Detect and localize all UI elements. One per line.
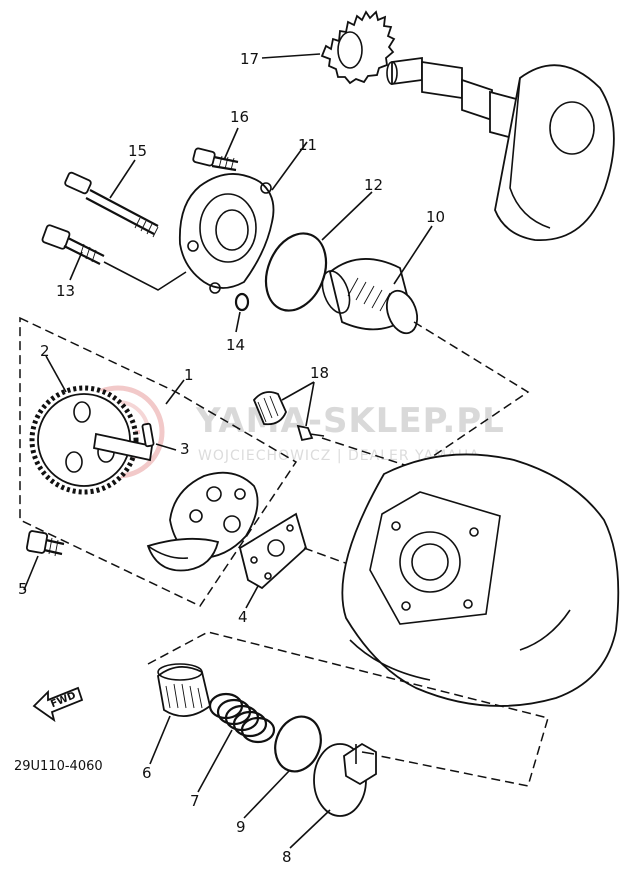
leader-15: [109, 159, 136, 199]
callout-6: 6: [142, 764, 152, 782]
watermark: YAMA-SKLEP.PL WOJCIECHOWICZ | DEALER YAM…: [71, 385, 505, 479]
part-10-oil-filter: [321, 258, 419, 335]
leader-18: [281, 381, 315, 427]
leader-1: [165, 379, 185, 405]
leader-2: [45, 355, 67, 393]
callout-14: 14: [226, 336, 245, 354]
callout-3: 3: [180, 440, 190, 458]
leader-12: [321, 191, 373, 241]
leader-17: [261, 53, 321, 59]
fwd-arrow-icon: FWD: [32, 686, 84, 723]
lower-group-boundary: [147, 631, 549, 787]
callout-11: 11: [298, 136, 317, 154]
part-2-pump-gear: [29, 385, 154, 495]
callout-12: 12: [364, 176, 383, 194]
part-9-o-ring: [274, 715, 322, 773]
leader-5: [23, 555, 39, 591]
part-4-gasket: [238, 512, 308, 590]
callout-2: 2: [40, 342, 50, 360]
pump-rotor-body: [146, 471, 259, 572]
leader-11: [271, 141, 308, 191]
watermark-brand: YAMA-SKLEP.PL: [195, 401, 505, 441]
leader-8: [289, 809, 331, 849]
callout-16: 16: [230, 108, 249, 126]
callout-labels: 1 2 3 4 5 6 7 8 9 10 11 12 13 14 15 16 1…: [18, 50, 445, 866]
leader-13: [69, 251, 83, 281]
crankshaft: [386, 56, 615, 241]
part-6-strainer: [157, 663, 212, 717]
part-13-bolt: [41, 224, 105, 265]
leader-7: [197, 729, 233, 793]
leader-4: [245, 585, 259, 609]
part-7-spring: [208, 692, 276, 744]
leader-13-to-cover: [103, 261, 187, 291]
diagram-code: 29U110-4060: [14, 759, 103, 774]
leader-6: [149, 715, 171, 765]
part-14-small-o-ring: [234, 292, 250, 312]
watermark-subline: WOJCIECHOWICZ | DEALER YAMAHA: [198, 448, 480, 464]
callout-1: 1: [184, 366, 194, 384]
callout-18: 18: [310, 364, 329, 382]
callout-15: 15: [128, 142, 147, 160]
part-11-pump-cover: [178, 173, 275, 294]
callout-7: 7: [190, 792, 200, 810]
callout-4: 4: [238, 608, 248, 626]
part-8-drain-plug: [313, 742, 377, 817]
callout-10: 10: [426, 208, 445, 226]
callout-8: 8: [282, 848, 292, 865]
part-15-long-bolt: [64, 171, 159, 238]
part-5-bolt: [25, 530, 65, 557]
part-3-pin: [141, 422, 155, 448]
leader-10: [393, 225, 433, 285]
callout-5: 5: [18, 580, 28, 598]
crankcase: [341, 453, 620, 707]
callout-13: 13: [56, 282, 75, 300]
callout-9: 9: [236, 818, 246, 836]
part-18-strainer: [252, 391, 325, 442]
part-16-short-bolt: [192, 147, 239, 172]
leader-14: [235, 311, 241, 333]
part-17-drive-gear: [320, 10, 396, 85]
leader-3: [155, 443, 177, 451]
leader-16: [223, 127, 239, 161]
callout-17: 17: [240, 50, 259, 68]
leader-9: [243, 769, 291, 819]
